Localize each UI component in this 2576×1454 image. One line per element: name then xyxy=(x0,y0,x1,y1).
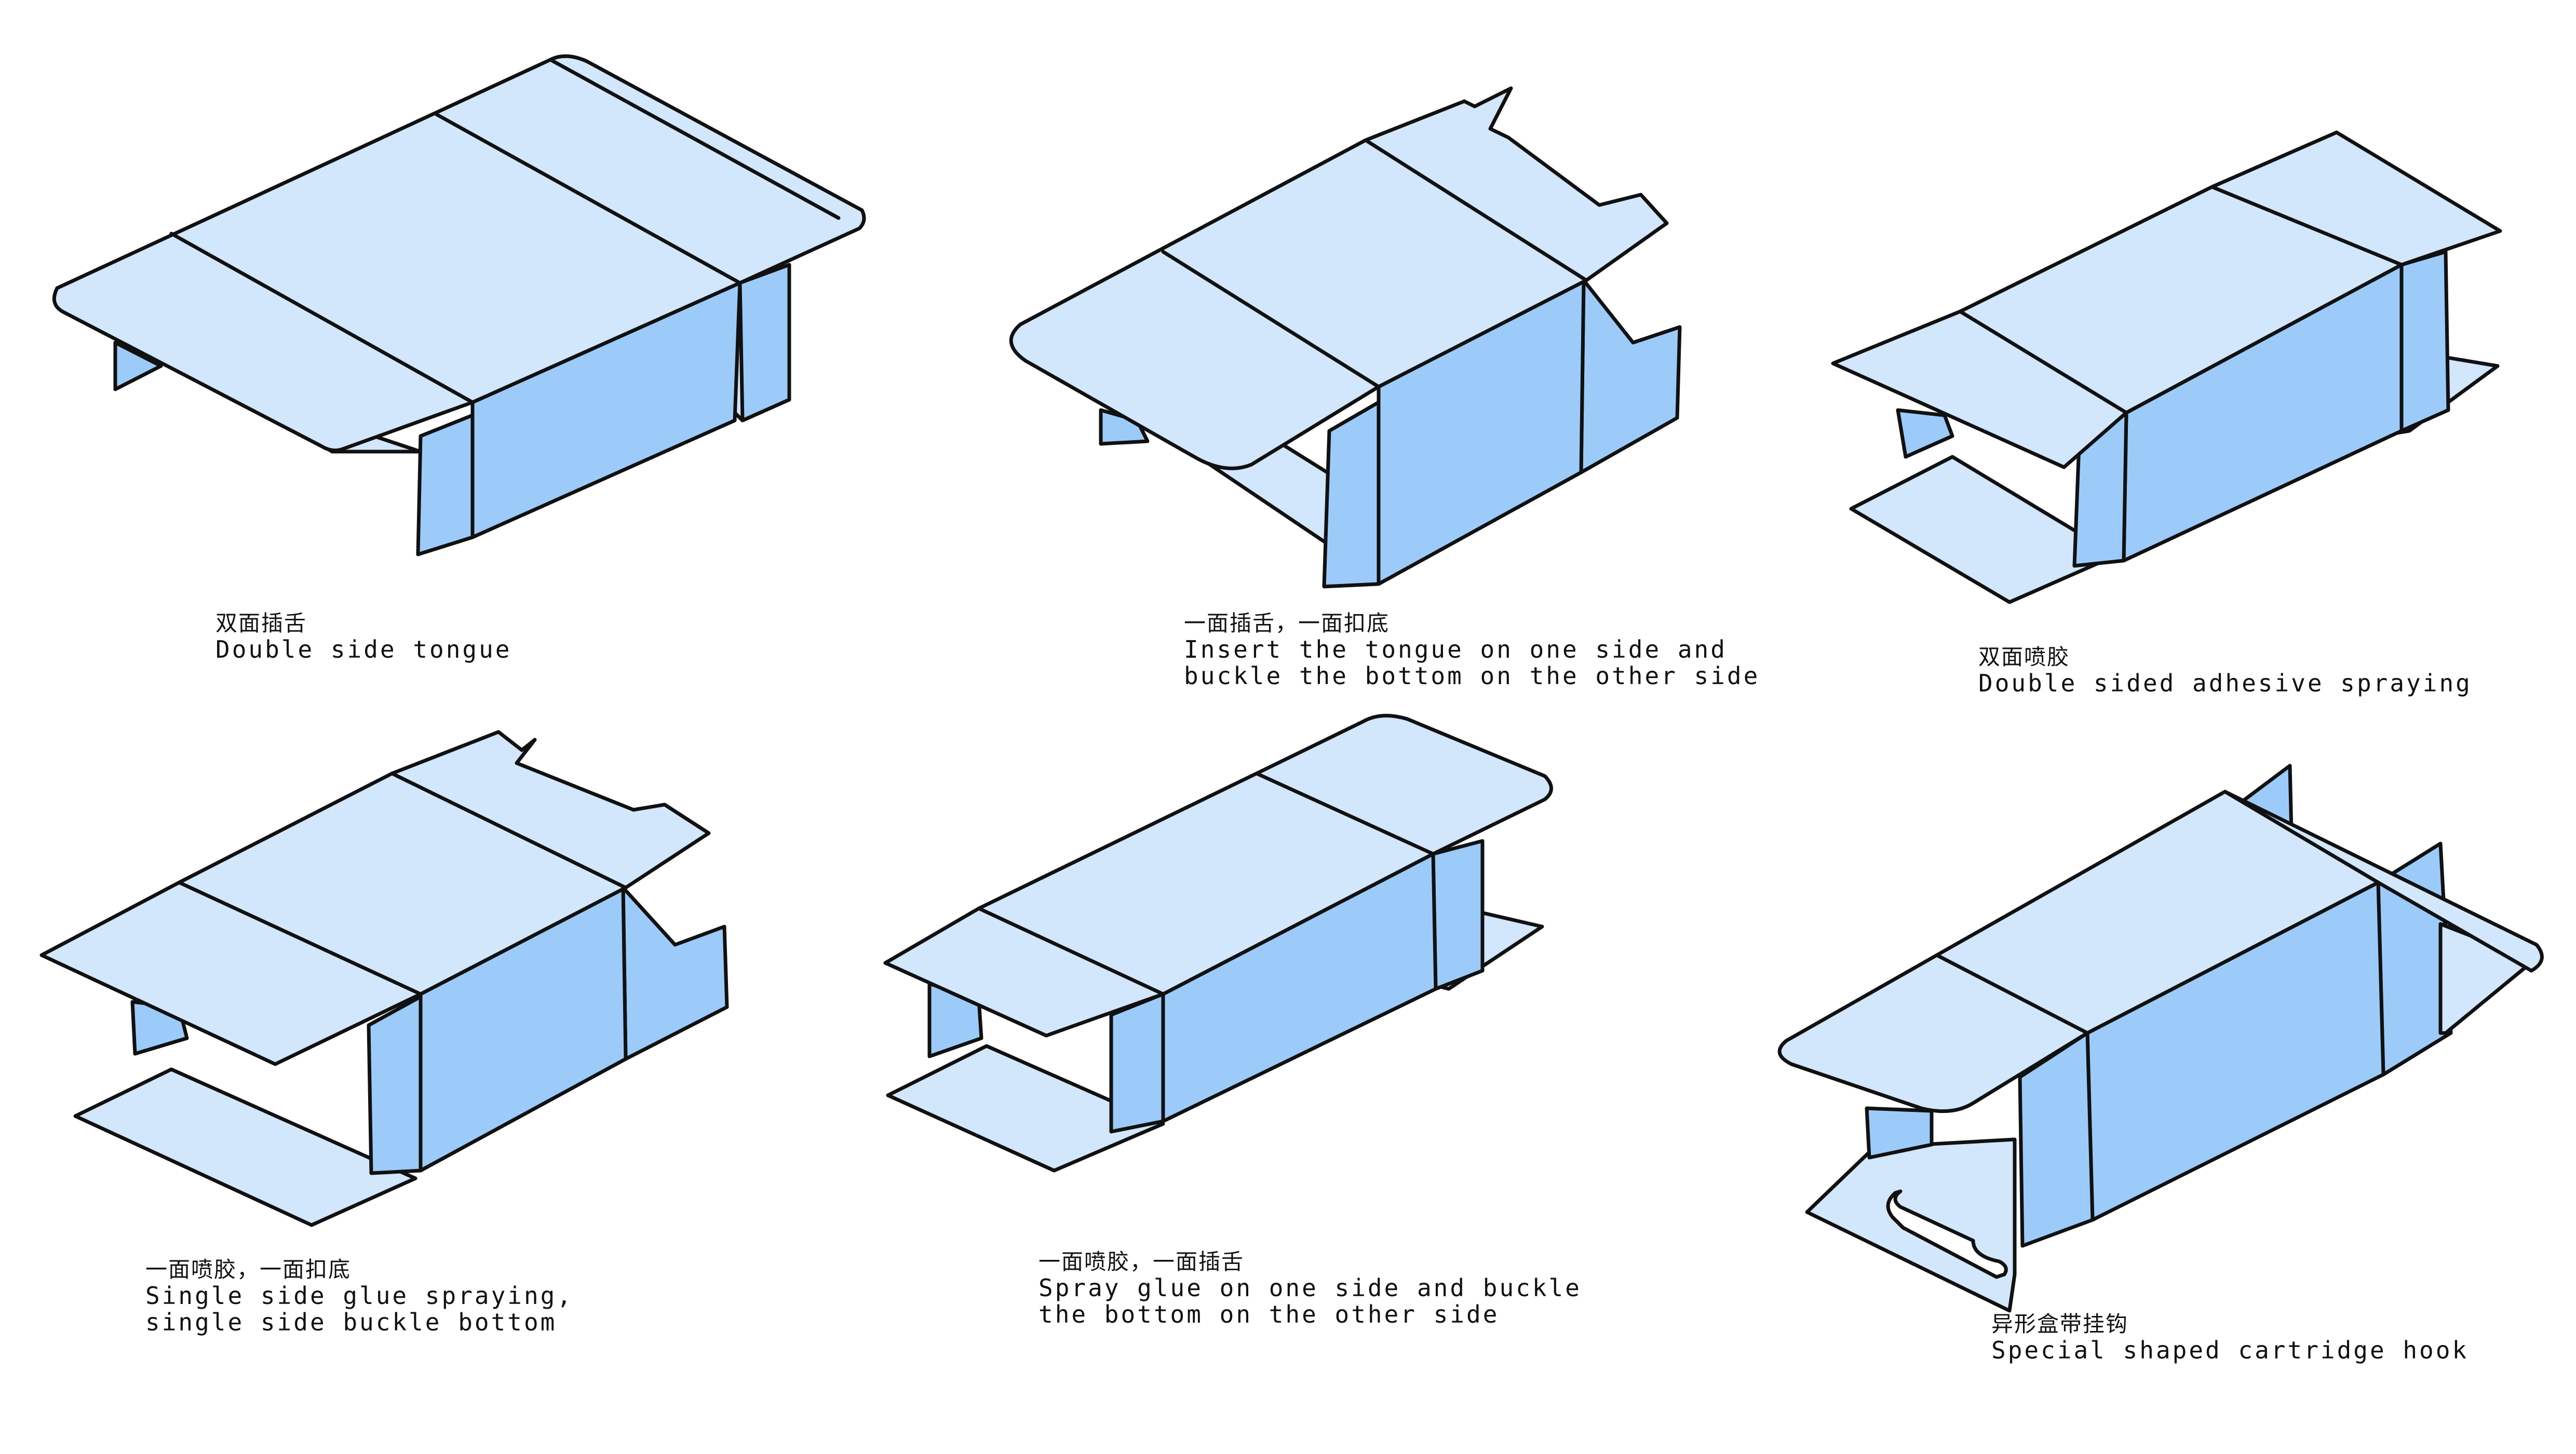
caption-box-5-en-line-2: the bottom on the other side xyxy=(1039,1300,1500,1328)
caption-box-2: 一面插舌，一面扣底 Insert the tongue on one side … xyxy=(1184,610,1760,689)
caption-box-1-en-line-1: Double side tongue xyxy=(215,635,512,663)
caption-box-4-zh: 一面喷胶，一面扣底 xyxy=(145,1257,352,1282)
caption-box-1: 双面插舌 Double side tongue xyxy=(215,610,512,663)
box-4-glue-and-buckle xyxy=(39,730,729,1227)
caption-box-4-en-line-1: Single side glue spraying, xyxy=(145,1282,574,1310)
hanging-hole xyxy=(1886,1189,2008,1279)
caption-box-5-zh: 一面喷胶，一面插舌 xyxy=(1039,1249,1245,1274)
caption-box-2-en-line-1: Insert the tongue on one side and xyxy=(1184,635,1727,663)
caption-box-1-zh: 双面插舌 xyxy=(215,610,307,636)
caption-box-6-en-line-1: Special shaped cartridge hook xyxy=(1991,1336,2469,1364)
caption-box-4: 一面喷胶，一面扣底 Single side glue spraying, sin… xyxy=(145,1256,573,1336)
box-1-double-side-tongue xyxy=(52,54,866,556)
box-5-glue-and-tongue xyxy=(883,714,1553,1173)
caption-box-5-en-line-1: Spray glue on one side and buckle xyxy=(1039,1274,1582,1302)
caption-box-2-zh: 一面插舌，一面扣底 xyxy=(1184,610,1390,636)
caption-box-6-zh: 异形盒带挂钩 xyxy=(1991,1311,2129,1337)
box-2-tongue-and-buckle xyxy=(1009,86,1682,589)
caption-box-2-en-line-2: buckle the bottom on the other side xyxy=(1184,662,1760,690)
caption-box-4-en-line-2: single side buckle bottom xyxy=(145,1308,557,1336)
box-6-cartridge-hook xyxy=(1777,764,2544,1313)
caption-box-3: 双面喷胶 Double sided adhesive spraying xyxy=(1978,644,2472,697)
caption-box-6: 异形盒带挂钩 Special shaped cartridge hook xyxy=(1991,1311,2469,1364)
caption-box-5: 一面喷胶，一面插舌 Spray glue on one side and buc… xyxy=(1039,1248,1582,1328)
caption-box-3-zh: 双面喷胶 xyxy=(1978,644,2070,670)
box-3-double-adhesive xyxy=(1831,130,2502,604)
caption-box-3-en-line-1: Double sided adhesive spraying xyxy=(1978,669,2472,697)
